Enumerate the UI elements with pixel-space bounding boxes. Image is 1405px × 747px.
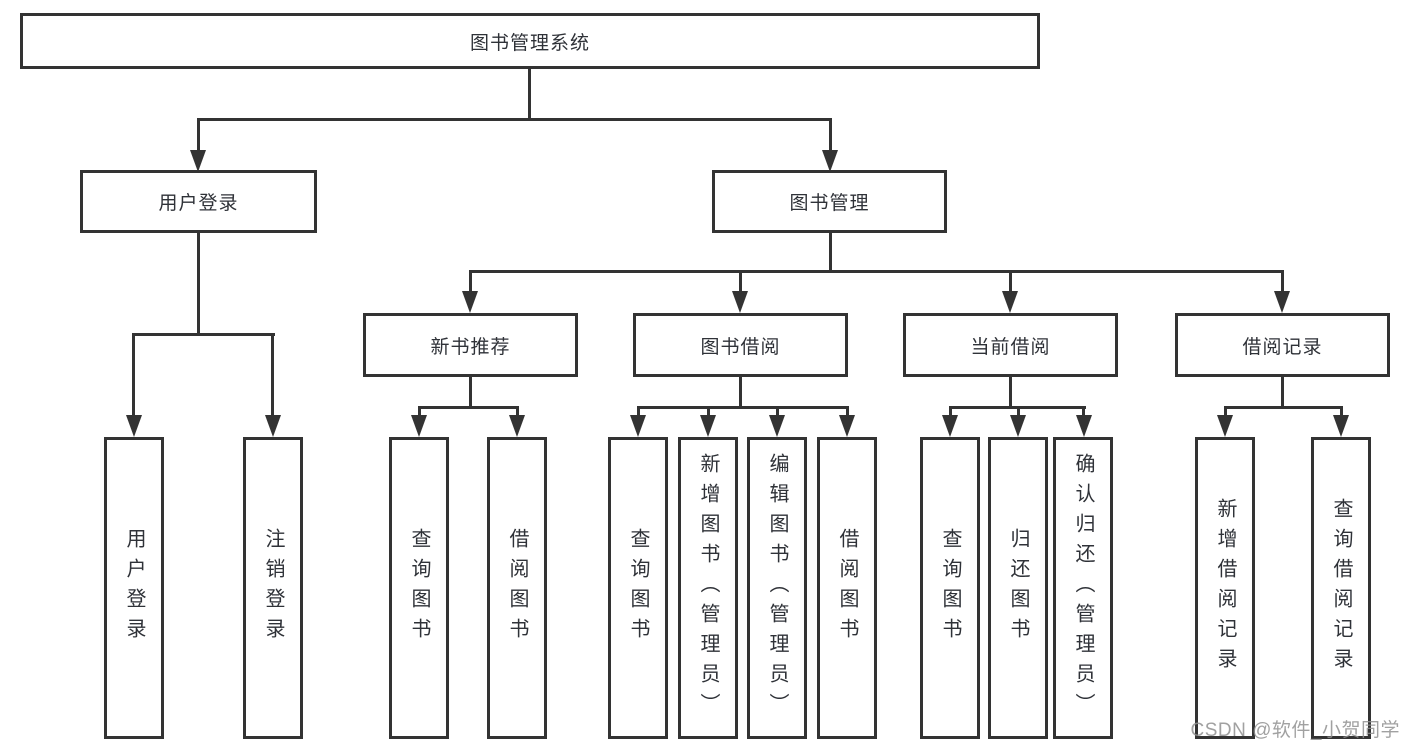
leaf-confirm-return-admin: 确认归还（管理员） (1053, 437, 1113, 739)
connector-line (829, 233, 832, 273)
connector-line (776, 406, 779, 418)
connector-line (1281, 270, 1284, 294)
leaf-borrow-books-borrow: 借阅图书 (817, 437, 877, 739)
node-new-book-recommend: 新书推荐 (363, 313, 578, 377)
leaf-label: 查询图书 (408, 528, 430, 648)
arrowhead-down-icon (839, 415, 855, 437)
leaf-label: 查询图书 (939, 528, 961, 648)
leaf-query-books-current: 查询图书 (920, 437, 980, 739)
arrowhead-down-icon (1002, 291, 1018, 313)
arrowhead-down-icon (190, 150, 206, 172)
arrowhead-down-icon (509, 415, 525, 437)
leaf-add-borrow-record: 新增借阅记录 (1195, 437, 1255, 739)
connector-line (739, 377, 742, 409)
leaf-label: 归还图书 (1007, 528, 1029, 648)
connector-line (707, 406, 710, 418)
leaf-label: 新增借阅记录 (1214, 498, 1236, 678)
connector-line (132, 333, 135, 417)
arrowhead-down-icon (700, 415, 716, 437)
leaf-label: 借阅图书 (836, 528, 858, 648)
connector-line (1340, 406, 1343, 418)
connector-line (470, 270, 1283, 273)
leaf-query-borrow-record: 查询借阅记录 (1311, 437, 1371, 739)
connector-line (132, 333, 275, 336)
connector-line (637, 406, 848, 409)
arrowhead-down-icon (942, 415, 958, 437)
connector-line (1224, 406, 1343, 409)
leaf-label: 查询借阅记录 (1330, 498, 1352, 678)
leaf-logout-login: 注销登录 (243, 437, 303, 739)
arrowhead-down-icon (732, 291, 748, 313)
node-label: 用户登录 (158, 193, 239, 214)
arrowhead-down-icon (1010, 415, 1026, 437)
node-label: 图书管理 (789, 193, 870, 214)
watermark-text: CSDN @软件_小贺同学 (1190, 720, 1400, 741)
node-borrowing-records: 借阅记录 (1175, 313, 1390, 377)
leaf-add-books-admin: 新增图书（管理员） (678, 437, 738, 739)
connector-line (846, 406, 849, 418)
connector-line (949, 406, 952, 418)
node-label: 借阅记录 (1242, 336, 1323, 358)
connector-line (829, 118, 832, 153)
arrowhead-down-icon (1333, 415, 1349, 437)
node-book-borrowing: 图书借阅 (633, 313, 848, 377)
connector-line (739, 270, 742, 294)
connector-line (418, 406, 518, 409)
connector-line (528, 69, 531, 121)
connector-line (197, 118, 832, 121)
leaf-label: 注销登录 (262, 528, 284, 648)
node-book-management-system: 图书管理系统 (20, 13, 1040, 69)
leaf-label: 借阅图书 (506, 528, 528, 648)
node-user-login: 用户登录 (80, 170, 317, 233)
arrowhead-down-icon (630, 415, 646, 437)
arrowhead-down-icon (769, 415, 785, 437)
node-book-management: 图书管理 (712, 170, 947, 233)
connector-line (1017, 406, 1020, 418)
arrowhead-down-icon (462, 291, 478, 313)
arrowhead-down-icon (265, 415, 281, 437)
leaf-borrow-books-newrec: 借阅图书 (487, 437, 547, 739)
node-label: 图书管理系统 (469, 32, 590, 54)
connector-line (469, 270, 472, 294)
node-current-borrowing: 当前借阅 (903, 313, 1118, 377)
connector-line (1009, 270, 1012, 294)
connector-line (637, 406, 640, 418)
connector-line (197, 118, 200, 153)
connector-line (271, 333, 274, 417)
leaf-label: 编辑图书（管理员） (766, 453, 788, 723)
arrowhead-down-icon (126, 415, 142, 437)
connector-line (516, 406, 519, 418)
connector-line (469, 377, 472, 409)
leaf-query-books-borrow: 查询图书 (608, 437, 668, 739)
leaf-label: 确认归还（管理员） (1072, 453, 1094, 723)
leaf-edit-books-admin: 编辑图书（管理员） (747, 437, 807, 739)
node-label: 当前借阅 (970, 336, 1051, 358)
arrowhead-down-icon (1076, 415, 1092, 437)
node-label: 图书借阅 (700, 336, 781, 358)
arrowhead-down-icon (411, 415, 427, 437)
node-label: 新书推荐 (430, 336, 511, 358)
connector-line (1281, 377, 1284, 409)
leaf-label: 新增图书（管理员） (697, 453, 719, 723)
leaf-query-books-newrec: 查询图书 (389, 437, 449, 739)
leaf-return-books: 归还图书 (988, 437, 1048, 739)
leaf-label: 查询图书 (627, 528, 649, 648)
arrowhead-down-icon (822, 150, 838, 172)
connector-line (1009, 377, 1012, 409)
connector-line (418, 406, 421, 418)
connector-line (197, 233, 200, 336)
arrowhead-down-icon (1217, 415, 1233, 437)
leaf-label: 用户登录 (123, 528, 145, 648)
connector-line (1082, 406, 1085, 418)
leaf-user-login: 用户登录 (104, 437, 164, 739)
connector-line (1224, 406, 1227, 418)
arrowhead-down-icon (1274, 291, 1290, 313)
